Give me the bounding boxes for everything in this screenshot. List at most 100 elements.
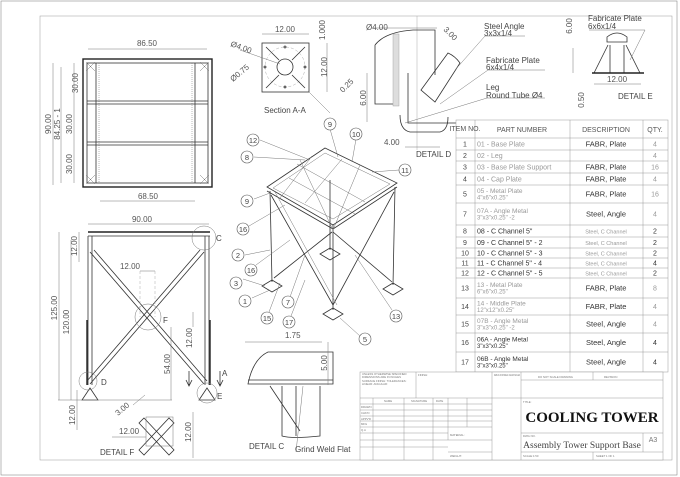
dim-section-dia: Ø4.00 bbox=[229, 39, 253, 55]
bom-description: FABR, Plate bbox=[586, 140, 627, 149]
bom-row: 11 11 - C Channel 5" - 4 Steel, C Channel 4 bbox=[456, 257, 668, 268]
bom-item-no: 1 bbox=[463, 142, 467, 149]
detail-f-view: 3.00 12.00 12.00 DETAIL F bbox=[100, 394, 194, 458]
bom-header-part: PART NUMBER bbox=[497, 127, 547, 134]
detail-d-label: DETAIL D bbox=[416, 150, 451, 159]
balloon-11: 11 bbox=[398, 163, 412, 177]
bom-qty: 16 bbox=[651, 192, 659, 199]
dim-front-base: 12.00 bbox=[68, 404, 77, 425]
note-grind-weld-flat: Grind Weld Flat bbox=[295, 445, 351, 454]
bom-part-number: 13 - Metal Plate bbox=[477, 282, 523, 289]
bom-description: FABR, Plate bbox=[586, 284, 627, 293]
dim-front-width: 90.00 bbox=[132, 215, 153, 224]
bom-part-number: 04 - Cap Plate bbox=[477, 177, 522, 184]
dim-detail-d-w: 4.00 bbox=[384, 138, 400, 147]
bom-description: FABR, Plate bbox=[586, 163, 627, 172]
tb-title-label: TITLE: bbox=[523, 400, 532, 404]
dim-front-mid: 12.00 bbox=[120, 262, 141, 271]
bom-description: FABR, Plate bbox=[586, 302, 627, 311]
dim-detail-f-h: 12.00 bbox=[184, 421, 193, 442]
svg-text:11: 11 bbox=[401, 166, 409, 175]
balloon-8: 8 bbox=[240, 150, 254, 164]
tb-do-not-scale: DO NOT SCALE DRAWING bbox=[538, 375, 573, 379]
balloon-12: 12 bbox=[246, 133, 260, 147]
bom-part-size: 12"x12"x0.25" bbox=[477, 308, 514, 314]
bom-part-size: 3"x3"x0.25" -2 bbox=[477, 216, 515, 222]
dim-front-height: 125.00 bbox=[50, 295, 59, 320]
balloon-5: 5 bbox=[358, 332, 372, 346]
bom-item-no: 17 bbox=[461, 360, 469, 367]
bom-qty: 16 bbox=[651, 165, 659, 172]
bom-header-item: ITEM NO. bbox=[449, 126, 480, 133]
note-fabricate-plate-e: Fabricate Plate bbox=[588, 14, 642, 23]
note-fabricate-plate-size: 6x4x1/4 bbox=[486, 63, 515, 72]
bom-description: Steel, C Channel bbox=[585, 241, 627, 247]
detail-d-view: Ø4.00 6.00 4.00 3.00 DETAIL D Steel Angl… bbox=[359, 16, 545, 159]
bom-item-no: 9 bbox=[463, 240, 467, 247]
bom-qty: 4 bbox=[653, 153, 657, 160]
dim-section-thickness: 1.000 bbox=[318, 19, 327, 40]
bom-part-number: 06A - Angle Metal bbox=[477, 337, 529, 344]
svg-text:9: 9 bbox=[328, 120, 332, 129]
dim-detail-e-w: 12.00 bbox=[607, 75, 628, 84]
bom-item-no: 12 bbox=[461, 271, 469, 278]
dim-top-bottom: 68.50 bbox=[138, 192, 159, 201]
bom-description: Steel, Angle bbox=[586, 320, 626, 329]
detail-e-label: DETAIL E bbox=[618, 92, 653, 101]
dim-section-height: 12.00 bbox=[320, 56, 329, 77]
detail-e-view: 6.00 12.00 0.50 DETAIL E Fabricate Plate… bbox=[565, 14, 653, 108]
bom-item-no: 11 bbox=[461, 261, 468, 268]
bom-part-number: 01 - Base Plate bbox=[477, 142, 525, 149]
bom-qty: 2 bbox=[653, 271, 657, 278]
detail-c-label: DETAIL C bbox=[249, 442, 284, 451]
svg-text:10: 10 bbox=[352, 130, 360, 139]
tb-row-chkd: CHK'D bbox=[361, 411, 369, 415]
dim-detail-e-h: 6.00 bbox=[565, 18, 574, 34]
detail-d-marker: D bbox=[101, 378, 107, 387]
dim-front-right: 12.00 bbox=[185, 327, 194, 348]
dim-top-span-3: 30.00 bbox=[65, 153, 74, 174]
balloon-17: 17 bbox=[282, 315, 296, 329]
bom-part-size: 6"x6"x0.25" bbox=[477, 290, 508, 296]
bom-part-number: 07B - Angle Metal bbox=[477, 318, 529, 325]
dim-section-width: 12.00 bbox=[275, 25, 296, 34]
bom-part-size: 3"x3"x0.25" bbox=[477, 344, 508, 350]
tb-deburr: DEBUR AND BREAK SHARP EDGES bbox=[494, 373, 520, 377]
tb-row-appvd: APPV'D bbox=[361, 417, 371, 421]
bom-item-no: 3 bbox=[463, 165, 467, 172]
bom-part-number: 11 - C Channel 5" - 4 bbox=[477, 261, 542, 268]
dim-detail-f-a: 3.00 bbox=[114, 400, 132, 417]
bom-description: Steel, C Channel bbox=[585, 262, 627, 268]
dim-detail-c-h: 5.00 bbox=[320, 355, 329, 371]
bom-qty: 4 bbox=[653, 360, 657, 367]
bom-qty: 4 bbox=[653, 142, 657, 149]
balloons: 9 10 12 8 11 9 16 2 16 3 1 15 7 17 13 5 bbox=[229, 117, 412, 346]
note-fabricate-plate-e-size: 6x6x1/4 bbox=[588, 22, 617, 31]
bom-description: FABR, Plate bbox=[586, 175, 627, 184]
tb-name-col: NAME bbox=[384, 399, 392, 403]
tb-sheet: SHEET 1 OF 1 bbox=[596, 454, 615, 458]
balloon-15: 15 bbox=[260, 311, 274, 325]
balloon-3: 3 bbox=[229, 276, 243, 290]
balloon-1: 1 bbox=[238, 294, 252, 308]
bom-qty: 4 bbox=[653, 261, 657, 268]
balloon-9b: 9 bbox=[240, 194, 254, 208]
bom-item-no: 4 bbox=[463, 177, 467, 184]
dim-top-span-1: 30.00 bbox=[71, 72, 80, 93]
bom-part-size: 3"x3"x0.25" bbox=[477, 364, 508, 370]
balloon-9: 9 bbox=[323, 117, 337, 131]
note-steel-angle-size: 3x3x1/4 bbox=[484, 29, 513, 38]
bom-row: 1 01 - Base Plate FABR, Plate 4 bbox=[456, 137, 668, 149]
bom-part-number: 07A - Angle Metal bbox=[477, 208, 529, 215]
bom-header-qty: QTY. bbox=[647, 127, 662, 134]
bom-description: FABR, Plate bbox=[586, 190, 627, 199]
bom-qty: 4 bbox=[653, 177, 657, 184]
bom-item-no: 10 bbox=[461, 251, 469, 258]
